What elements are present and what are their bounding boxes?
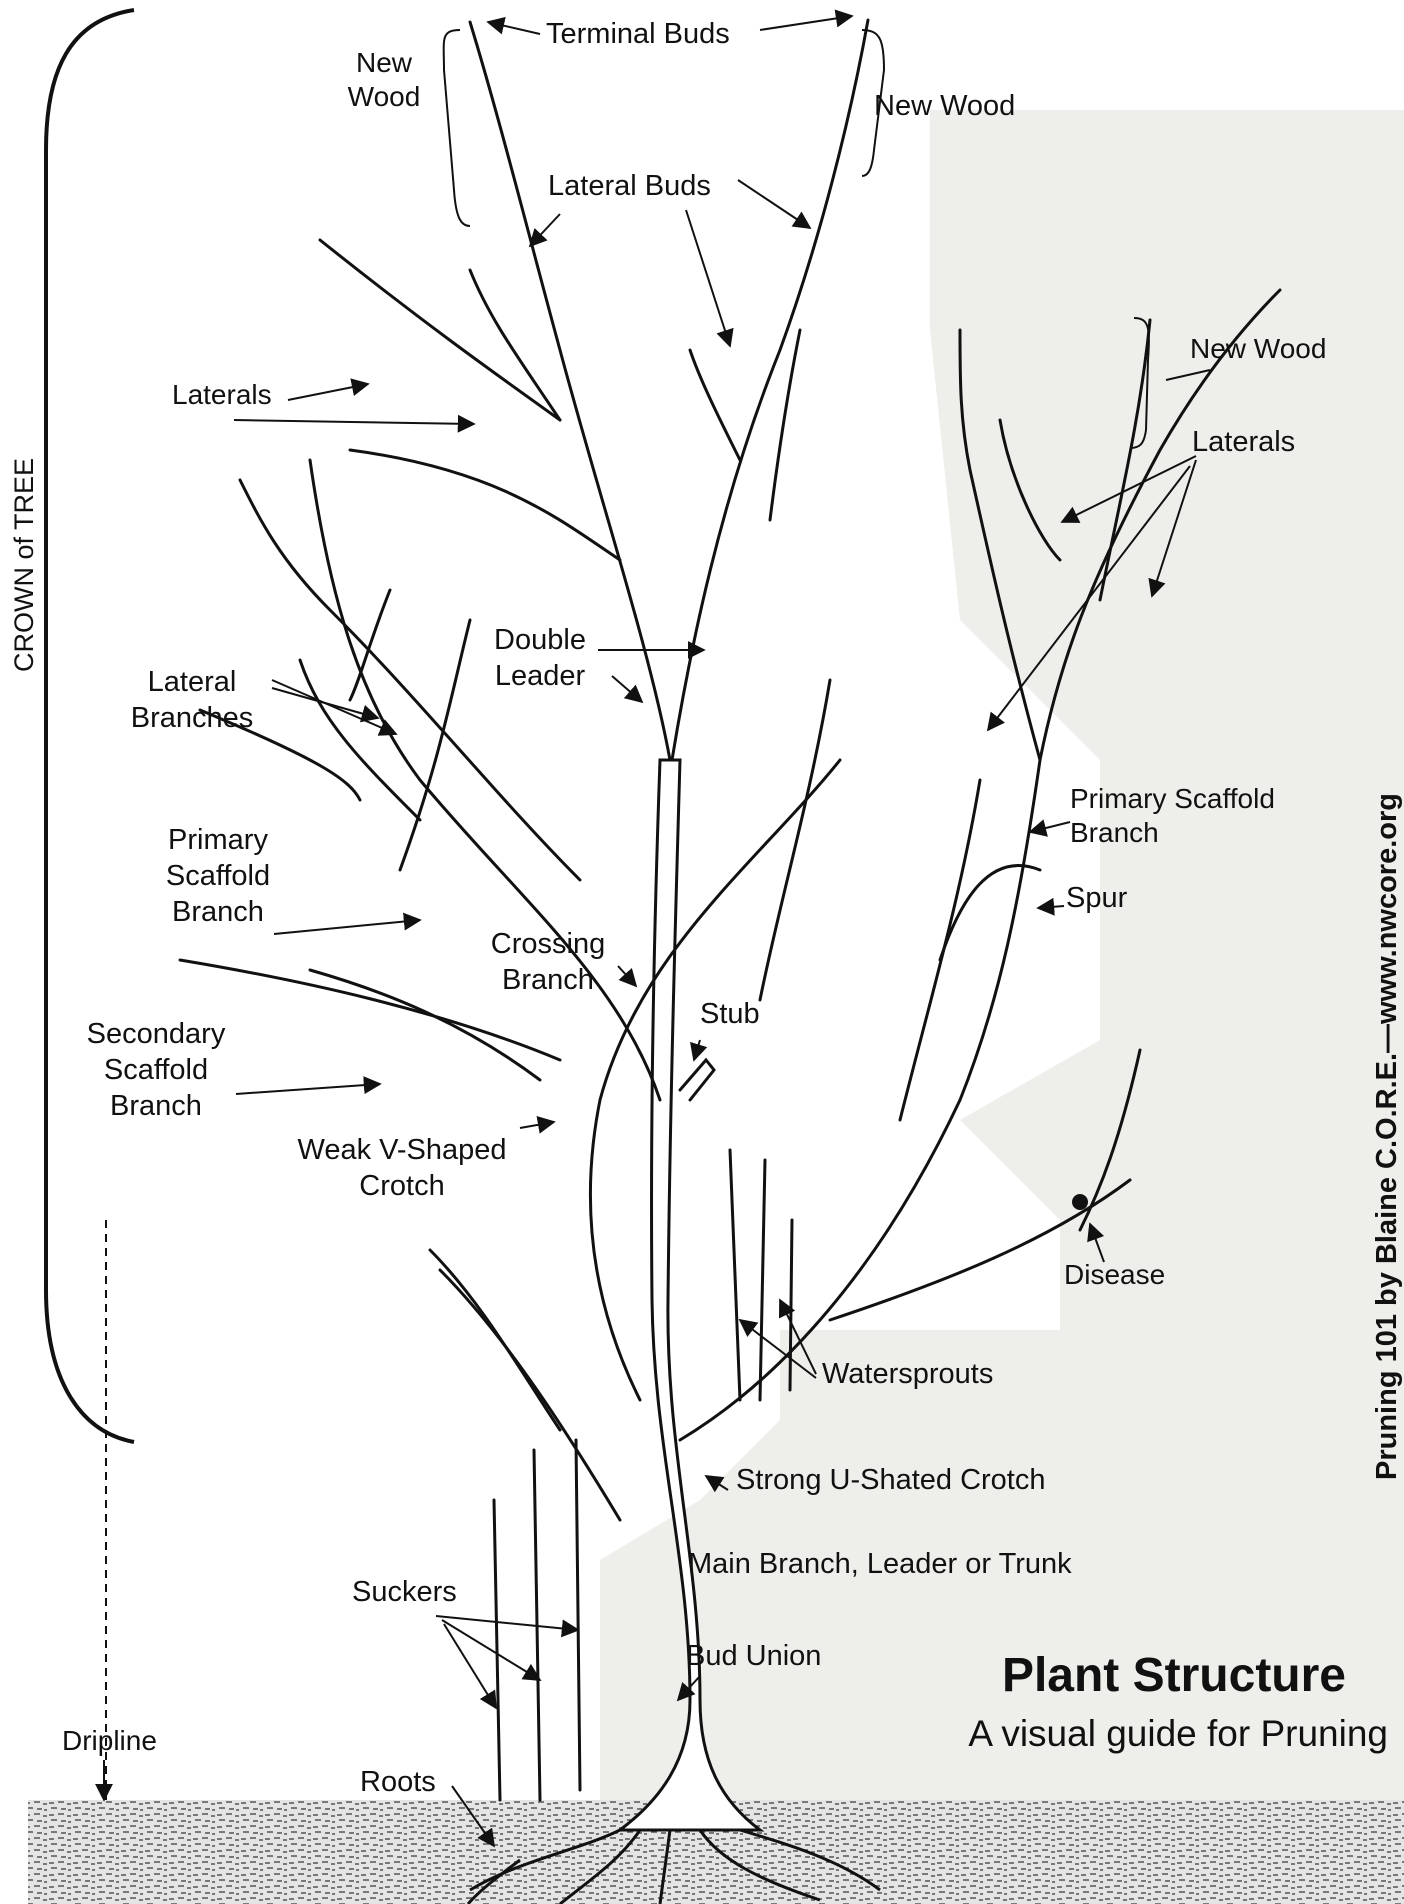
crown-bracket: [46, 10, 134, 1442]
dripline-label: Dripline: [62, 1724, 157, 1758]
stub-label: Stub: [700, 996, 760, 1032]
secondary-scaffold-label: Secondary Scaffold Branch: [87, 1016, 226, 1124]
laterals-right-label: Laterals: [1192, 424, 1295, 460]
watersprouts-label: Watersprouts: [822, 1356, 993, 1392]
diagram-title: Plant Structure: [1002, 1648, 1346, 1704]
primary-scaffold-right-label: Primary Scaffold Branch: [1070, 782, 1275, 850]
diagram-subtitle: A visual guide for Pruning: [968, 1712, 1388, 1756]
disease-label: Disease: [1064, 1258, 1165, 1292]
crown-of-tree-label: CROWN of TREE: [8, 458, 40, 672]
lateral-branches-label: Lateral Branches: [131, 664, 254, 736]
new-wood-left-label: New Wood: [348, 46, 421, 114]
spur-label: Spur: [1066, 880, 1127, 916]
lateral-buds-label: Lateral Buds: [548, 168, 711, 204]
crossing-branch-label: Crossing Branch: [491, 926, 605, 998]
bud-union-label: Bud Union: [686, 1638, 821, 1674]
new-wood-top-right-label: New Wood: [874, 88, 1015, 124]
disease-spot: [1072, 1194, 1088, 1210]
new-wood-right-label: New Wood: [1190, 332, 1326, 366]
suckers-label: Suckers: [352, 1574, 457, 1610]
roots-label: Roots: [360, 1764, 436, 1800]
primary-scaffold-left-label: Primary Scaffold Branch: [166, 822, 270, 930]
credit-text: Pruning 101 by Blaine C.O.R.E.—www.nwcor…: [1370, 793, 1404, 1480]
double-leader-label: Double Leader: [494, 622, 586, 694]
weak-crotch-label: Weak V-Shaped Crotch: [297, 1132, 506, 1204]
strong-crotch-label: Strong U-Shated Crotch: [736, 1462, 1045, 1498]
main-branch-label: Main Branch, Leader or Trunk: [688, 1546, 1072, 1582]
laterals-left-label: Laterals: [172, 378, 272, 412]
terminal-buds-label: Terminal Buds: [546, 16, 730, 52]
